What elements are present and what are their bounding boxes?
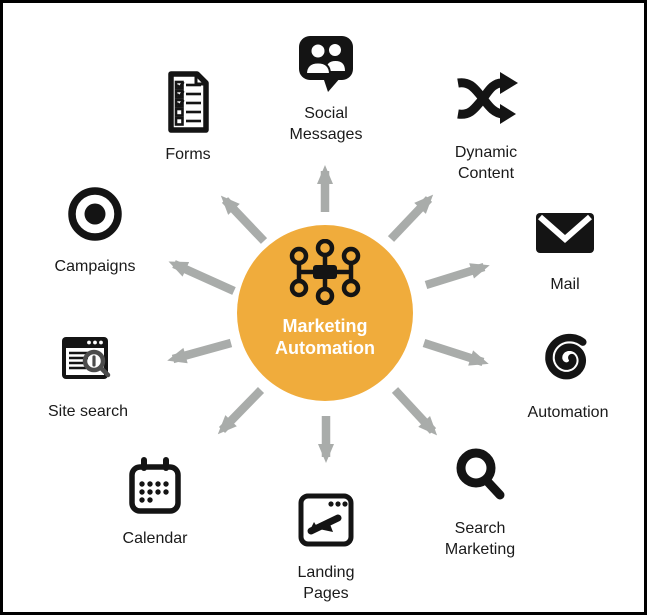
item-label-search-marketing: Search Marketing <box>444 520 516 558</box>
envelope-icon <box>533 200 597 264</box>
speech-bubble-users-icon <box>294 29 358 93</box>
hub-title: Marketing Automation <box>275 315 375 359</box>
arrow-mail <box>424 262 490 290</box>
arrow-search-marketing <box>391 387 438 436</box>
hub-title-line1: Marketing <box>282 316 368 336</box>
item-label-automation: Automation <box>527 404 609 421</box>
diagram-item-campaigns: Campaigns <box>30 182 160 277</box>
diagram-item-social-messages: Social Messages <box>261 29 391 145</box>
arrow-automation <box>422 338 489 367</box>
arrow-dynamic-content <box>387 194 434 242</box>
workflow-hub-icon <box>289 239 361 305</box>
bullseye-icon <box>63 182 127 246</box>
arrow-calendar <box>217 387 265 435</box>
item-label-campaigns: Campaigns <box>54 258 136 275</box>
spiral-icon <box>536 328 600 392</box>
item-label-forms: Forms <box>165 146 211 163</box>
arrow-site-search <box>167 338 233 364</box>
browser-plane-icon <box>294 488 358 552</box>
item-label-site-search: Site search <box>47 403 129 420</box>
hub-title-line2: Automation <box>275 338 375 358</box>
magnifier-icon <box>448 444 512 508</box>
arrow-forms <box>220 195 268 244</box>
diagram-item-automation: Automation <box>503 328 633 423</box>
item-label-social-messages: Social Messages <box>289 105 363 143</box>
diagram-item-forms: Forms <box>123 70 253 165</box>
central-hub-circle: Marketing Automation <box>237 225 413 401</box>
arrow-campaigns <box>168 260 236 295</box>
diagram-item-landing-pages: Landing Pages <box>261 488 391 604</box>
diagram-item-dynamic-content: Dynamic Content <box>421 68 551 184</box>
item-label-dynamic-content: Dynamic Content <box>454 144 518 182</box>
checklist-document-icon <box>156 70 220 134</box>
shuffle-arrows-icon <box>454 68 518 132</box>
diagram-item-calendar: Calendar <box>90 454 220 549</box>
item-label-calendar: Calendar <box>122 530 188 547</box>
diagram-item-site-search: Site search <box>23 327 153 422</box>
browser-magnifier-icon <box>56 327 120 391</box>
item-label-mail: Mail <box>550 276 580 293</box>
item-label-landing-pages: Landing Pages <box>297 564 355 602</box>
diagram-item-mail: Mail <box>500 200 630 295</box>
diagram-item-search-marketing: Search Marketing <box>415 444 545 560</box>
calendar-icon <box>123 454 187 518</box>
